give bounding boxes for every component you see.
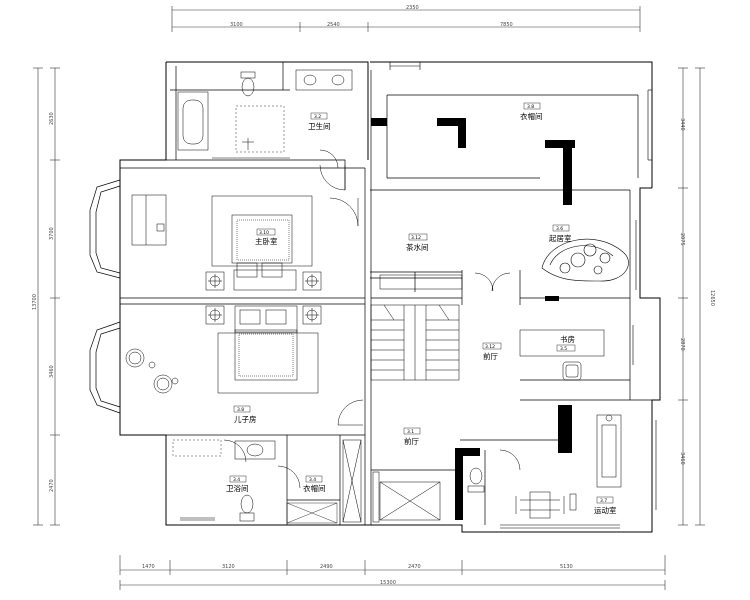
tag-kids-room: 3.8 (237, 407, 244, 413)
structural-columns (371, 118, 575, 520)
bottom-bath-counter (172, 439, 222, 457)
dim-bottom-1: 3120 (222, 564, 235, 570)
room-labels: 3.2 卫生间 3.8 衣帽间 3.10 主卧室 3.12 茶水间 3.6 起居… (226, 102, 617, 515)
label-study: 书房 (560, 334, 575, 344)
dim-top-1: 2540 (327, 22, 340, 28)
hall-toilet (467, 467, 485, 493)
tag-closet-bottom: 3.4 (309, 477, 316, 483)
label-closet-bottom: 衣帽间 (303, 483, 326, 493)
label-bathroom-top: 卫生间 (308, 121, 331, 131)
label-hall: 前厅 (404, 436, 419, 446)
interior-walls (120, 62, 652, 525)
dimension-labels: 2350 3100 2540 7850 1470 3120 2490 2470 … (32, 5, 715, 586)
left-dimension-lines (33, 67, 60, 526)
treadmill (596, 414, 622, 488)
label-gym: 运动室 (594, 505, 617, 515)
tag-gym: 3.7 (600, 498, 607, 504)
bottom-bath-sink (234, 440, 276, 460)
weight-bench (515, 491, 577, 519)
tea-counter (379, 274, 463, 290)
bathtub (177, 91, 209, 151)
label-front-hall: 前厅 (483, 351, 498, 361)
dim-right-2: 2870 (679, 338, 685, 351)
staircase (370, 304, 460, 381)
tag-closet-top: 3.8 (527, 104, 534, 110)
dim-bottom-2: 2490 (320, 564, 333, 570)
tag-hall: 3.1 (407, 429, 414, 435)
bottom-toilet (239, 494, 255, 522)
bottom-bath-shower (286, 502, 338, 524)
bay-window-lower (89, 321, 121, 414)
dim-right-total: 12650 (709, 290, 715, 306)
toilet-top (240, 71, 256, 97)
dim-bottom-3: 2470 (408, 564, 421, 570)
label-kids-room: 儿子房 (234, 414, 257, 424)
top-dimension-lines (171, 6, 641, 32)
doors (223, 149, 521, 489)
dim-bottom-0: 1470 (142, 564, 155, 570)
tag-lounge: 3.6 (556, 226, 563, 232)
dim-right-3: 3460 (679, 452, 685, 465)
windows (180, 62, 657, 529)
label-master-bedroom: 主卧室 (255, 236, 278, 246)
bottom-dimension-lines (119, 555, 666, 590)
shower-drain (212, 138, 290, 159)
dim-left-3: 2470 (49, 479, 55, 492)
dim-right-1: 2075 (679, 233, 685, 246)
master-nightstands (205, 271, 322, 291)
exterior-walls (119, 61, 661, 533)
bathroom-partition (235, 105, 285, 153)
study-desk (519, 329, 605, 381)
kids-nightstands (205, 305, 322, 325)
lounge-sofa (541, 238, 629, 282)
tag-front-hall: 3.12 (485, 344, 495, 350)
dim-left-1: 3700 (49, 227, 55, 240)
tag-tea-room: 3.12 (411, 235, 421, 241)
label-closet-top: 衣帽间 (520, 111, 543, 121)
dim-top-2: 7850 (500, 22, 513, 28)
kids-bed (217, 305, 319, 394)
label-lounge: 起居室 (549, 233, 572, 243)
dim-left-2: 3460 (49, 365, 55, 378)
dim-left-total: 13700 (32, 294, 38, 310)
double-sink (295, 69, 353, 91)
bay-window-upper (89, 179, 121, 279)
right-dimension-lines (678, 67, 705, 526)
bottom-closet-wardrobe (342, 439, 362, 523)
dim-right-0: 3440 (679, 118, 685, 131)
dim-bottom-4: 5130 (560, 564, 573, 570)
master-bed (211, 195, 313, 291)
label-bathroom-bottom: 卫浴间 (226, 483, 249, 493)
tag-study: 3.5 (560, 346, 567, 352)
elevator-shaft (372, 471, 441, 523)
dim-top-0: 3100 (230, 22, 243, 28)
tag-master-bedroom: 3.10 (259, 230, 269, 236)
kids-chairs (125, 348, 179, 394)
dim-left-0: 2630 (49, 112, 55, 125)
master-desk (131, 194, 167, 246)
tag-bathroom-top: 3.2 (314, 114, 321, 120)
tag-bathroom-bottom: 3.4 (233, 477, 240, 483)
dim-top-total: 2350 (406, 5, 419, 11)
dim-bottom-total: 15300 (380, 580, 396, 586)
label-tea-room: 茶水间 (406, 242, 429, 252)
